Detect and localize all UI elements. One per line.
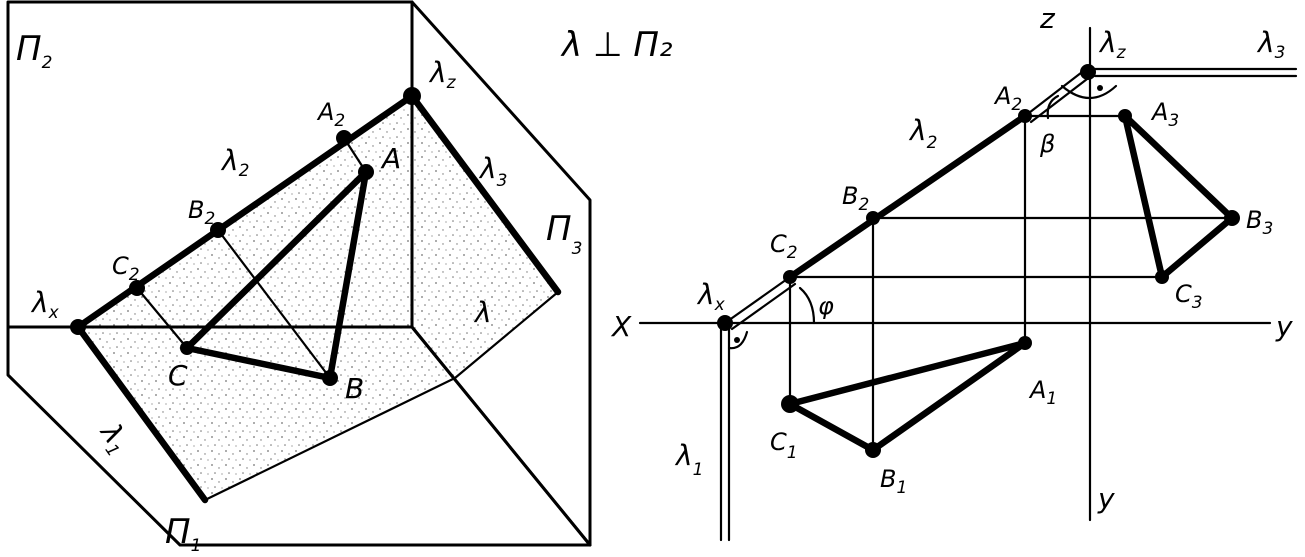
label-c1: C1 [770,428,798,463]
label-a3: A3 [1150,98,1179,131]
label-b2-left: B2 [188,196,215,229]
label-l3-epure: λ3 [1256,26,1285,63]
label-plane-p1: Π1 [165,512,201,556]
label-axis-y-down: y [1097,482,1115,515]
triangle-profile-projection [1121,112,1236,281]
axes [638,26,1272,522]
point-lx-epure [717,315,733,331]
point-a2 [336,130,352,146]
label-plane-p3: Π3 [546,209,582,259]
label-lx-epure: λx [696,278,726,315]
condition-text: λ ⊥ Π₂ [560,25,673,65]
plane-lambda-fill [78,96,558,500]
right-angle-marks [727,84,1118,350]
right-points [717,64,1240,458]
angle-beta-arc [1046,94,1060,120]
label-beta: β [1039,130,1055,158]
label-lz-epure: λz [1098,26,1127,63]
label-b1: B1 [880,465,907,498]
left-points [70,87,421,386]
label-plane-p2: Π2 [16,29,52,73]
label-b: B [345,372,364,405]
label-axis-z: z [1039,2,1056,35]
label-l2-epure: λ2 [908,114,937,153]
point-lz-epure [1080,64,1096,80]
label-c3: C3 [1175,280,1203,313]
label-a: A [380,142,401,175]
label-phi: φ [818,292,834,320]
trace-lambda3 [408,92,562,296]
point-a3-epure [1118,109,1132,123]
triangle-abc [183,168,370,382]
label-lz-left: λz [428,56,457,93]
point-lx [70,319,86,335]
trace-lambda1 [74,323,209,504]
label-lambda-plane: λ [473,296,492,329]
trace-lambda2-epure [786,112,1029,281]
label-l1-epure: λ1 [674,439,703,480]
point-a1-epure [1018,336,1032,350]
triangle-horizontal-projection [786,339,1029,454]
double-traces [719,67,1298,542]
label-b2-epure: B2 [842,182,869,215]
point-c1-epure [781,395,799,413]
point-c2 [129,280,145,296]
point-lz [403,87,421,105]
label-a2-epure: A2 [993,82,1022,115]
left-3d-view: Π2 Π1 Π3 λx λz λ1 λ2 λ3 λ A B C A2 B2 C2 [6,0,592,556]
label-c2-epure: C2 [770,230,798,263]
point-a [358,164,374,180]
projection-planes [6,0,592,547]
point-b [322,370,338,386]
point-c2-epure [783,270,797,284]
point-c [180,341,194,355]
label-lx-left: λx [30,286,60,323]
label-a2-left: A2 [316,98,345,131]
label-l1-left: λ1 [90,415,137,460]
label-b3: B3 [1246,206,1273,239]
link-lines [788,114,1234,452]
point-c3-epure [1155,270,1169,284]
point-b2 [210,222,226,238]
point-b1-epure [865,442,881,458]
label-axis-x: X [610,310,632,343]
point-b3-epure [1224,210,1240,226]
label-axis-y-right: y [1275,310,1293,343]
label-l2-left: λ2 [220,144,249,181]
label-l3-left: λ3 [478,152,507,191]
label-c2-left: C2 [112,252,140,285]
point-b2-epure [866,211,880,225]
point-a2-epure [1018,109,1032,123]
label-a1: A1 [1028,376,1057,409]
label-c: C [168,359,188,392]
angle-phi-arc [798,286,816,325]
right-epure: X y y z λz λx λ1 λ2 λ3 A1 B1 C1 A2 B2 C2… [610,2,1298,542]
